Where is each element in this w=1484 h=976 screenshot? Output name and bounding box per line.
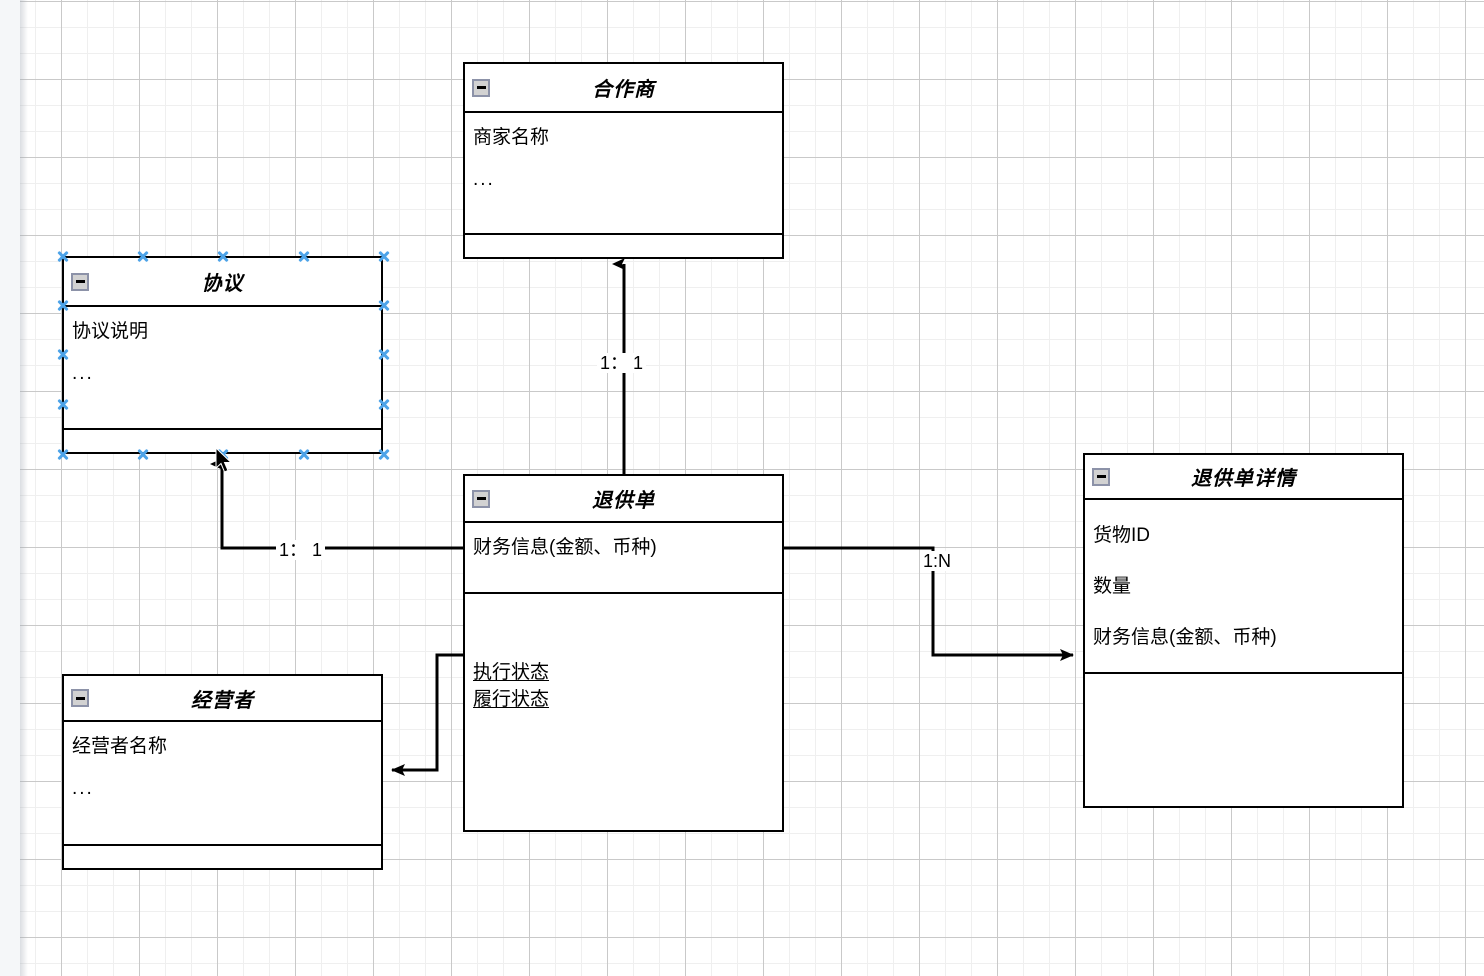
class-name-return-order: 退供单 — [592, 490, 655, 512]
edge-label-returnorder-agreement[interactable]: 1： 1 — [276, 540, 326, 560]
class-name-return-order-detail: 退供单详情 — [1191, 468, 1296, 490]
minus-glyph — [476, 86, 486, 89]
class-attributes-partner[interactable]: 商家名称 ... — [465, 113, 782, 235]
attribute-spacer — [72, 762, 381, 774]
attribute-row[interactable]: 货物ID — [1093, 525, 1151, 546]
class-box-return-order-detail[interactable]: 退供单详情 货物ID 数量 财务信息(金额、币种) — [1083, 453, 1404, 808]
edge-label-returnorder-partner[interactable]: 1： 1 — [597, 353, 647, 373]
collapse-minus-icon[interactable] — [472, 78, 490, 97]
selection-handle-e[interactable] — [377, 348, 390, 361]
class-box-return-order[interactable]: 退供单 财务信息(金额、币种) 执行状态 履行状态 — [463, 474, 784, 832]
operation-row[interactable]: 履行状态 — [473, 689, 550, 710]
class-operations-return-order[interactable]: 执行状态 履行状态 — [465, 594, 782, 830]
class-attributes-agreement[interactable]: 协议说明 ... — [64, 307, 381, 430]
selection-handle-n-right[interactable] — [297, 250, 310, 263]
class-attributes-return-order-detail[interactable]: 货物ID 数量 财务信息(金额、币种) — [1085, 500, 1402, 674]
attribute-row[interactable]: 财务信息(金额、币种) — [1093, 627, 1277, 648]
collapse-minus-icon[interactable] — [71, 272, 89, 291]
attribute-row[interactable]: ... — [72, 778, 94, 799]
collapse-minus-icon[interactable] — [71, 689, 89, 707]
edge-label-returnorder-detail[interactable]: 1:N — [920, 551, 955, 571]
minus-glyph — [75, 280, 85, 283]
selection-handle-s-left[interactable] — [136, 448, 149, 461]
attribute-row[interactable]: 经营者名称 — [72, 736, 168, 757]
class-title-bar-agreement[interactable]: 协议 — [64, 258, 381, 307]
attribute-row[interactable]: 协议说明 — [72, 321, 149, 342]
connector-returnorder-to-operator[interactable] — [391, 653, 463, 776]
class-attributes-operator[interactable]: 经营者名称 ... — [64, 722, 381, 846]
selection-handle-e-upper[interactable] — [377, 299, 390, 312]
class-operations-partner[interactable] — [465, 235, 782, 255]
minus-glyph — [75, 696, 85, 700]
class-box-operator[interactable]: 经营者 经营者名称 ... — [62, 674, 383, 870]
selection-handle-w[interactable] — [56, 348, 69, 361]
collapse-minus-icon[interactable] — [472, 489, 490, 508]
collapse-minus-icon[interactable] — [1092, 467, 1110, 486]
class-title-bar-partner[interactable]: 合作商 — [465, 64, 782, 113]
selection-handle-e-lower[interactable] — [377, 398, 390, 411]
attribute-spacer — [72, 347, 381, 359]
canvas-left-gutter — [0, 0, 20, 976]
class-box-agreement[interactable]: 协议 协议说明 ... — [62, 256, 383, 454]
attribute-row[interactable]: ... — [473, 169, 495, 190]
class-operations-return-order-detail[interactable] — [1085, 674, 1402, 806]
selection-handle-n-left[interactable] — [136, 250, 149, 263]
operation-row[interactable]: 执行状态 — [473, 662, 550, 683]
selection-handle-n[interactable] — [216, 250, 229, 263]
selection-handle-w-upper[interactable] — [56, 299, 69, 312]
selection-handle-s-right[interactable] — [297, 448, 310, 461]
class-title-bar-return-order-detail[interactable]: 退供单详情 — [1085, 455, 1402, 500]
class-operations-agreement[interactable] — [64, 430, 381, 450]
class-attributes-return-order[interactable]: 财务信息(金额、币种) — [465, 523, 782, 594]
attribute-row[interactable]: 财务信息(金额、币种) — [473, 537, 657, 558]
class-box-partner[interactable]: 合作商 商家名称 ... — [463, 62, 784, 259]
class-operations-operator[interactable] — [64, 846, 381, 866]
selection-handle-sw[interactable] — [56, 448, 69, 461]
class-title-bar-return-order[interactable]: 退供单 — [465, 476, 782, 523]
selection-handle-se[interactable] — [377, 448, 390, 461]
selection-handle-s[interactable] — [216, 448, 229, 461]
minus-glyph — [476, 497, 486, 500]
attribute-row[interactable]: ... — [72, 363, 94, 384]
selection-handle-ne[interactable] — [377, 250, 390, 263]
minus-glyph — [1096, 475, 1106, 478]
class-name-partner: 合作商 — [592, 79, 655, 101]
class-name-agreement: 协议 — [201, 273, 244, 295]
attribute-spacer — [473, 153, 782, 165]
class-title-bar-operator[interactable]: 经营者 — [64, 676, 381, 722]
selection-handle-nw[interactable] — [56, 250, 69, 263]
canvas-gutter-shadow — [20, 0, 28, 976]
class-name-operator: 经营者 — [191, 689, 254, 712]
connector-returnorder-to-agreement[interactable] — [210, 458, 463, 550]
connector-returnorder-to-detail[interactable] — [784, 546, 1074, 661]
attribute-row[interactable]: 数量 — [1093, 576, 1132, 597]
attribute-row[interactable]: 商家名称 — [473, 127, 550, 148]
selection-handle-w-lower[interactable] — [56, 398, 69, 411]
